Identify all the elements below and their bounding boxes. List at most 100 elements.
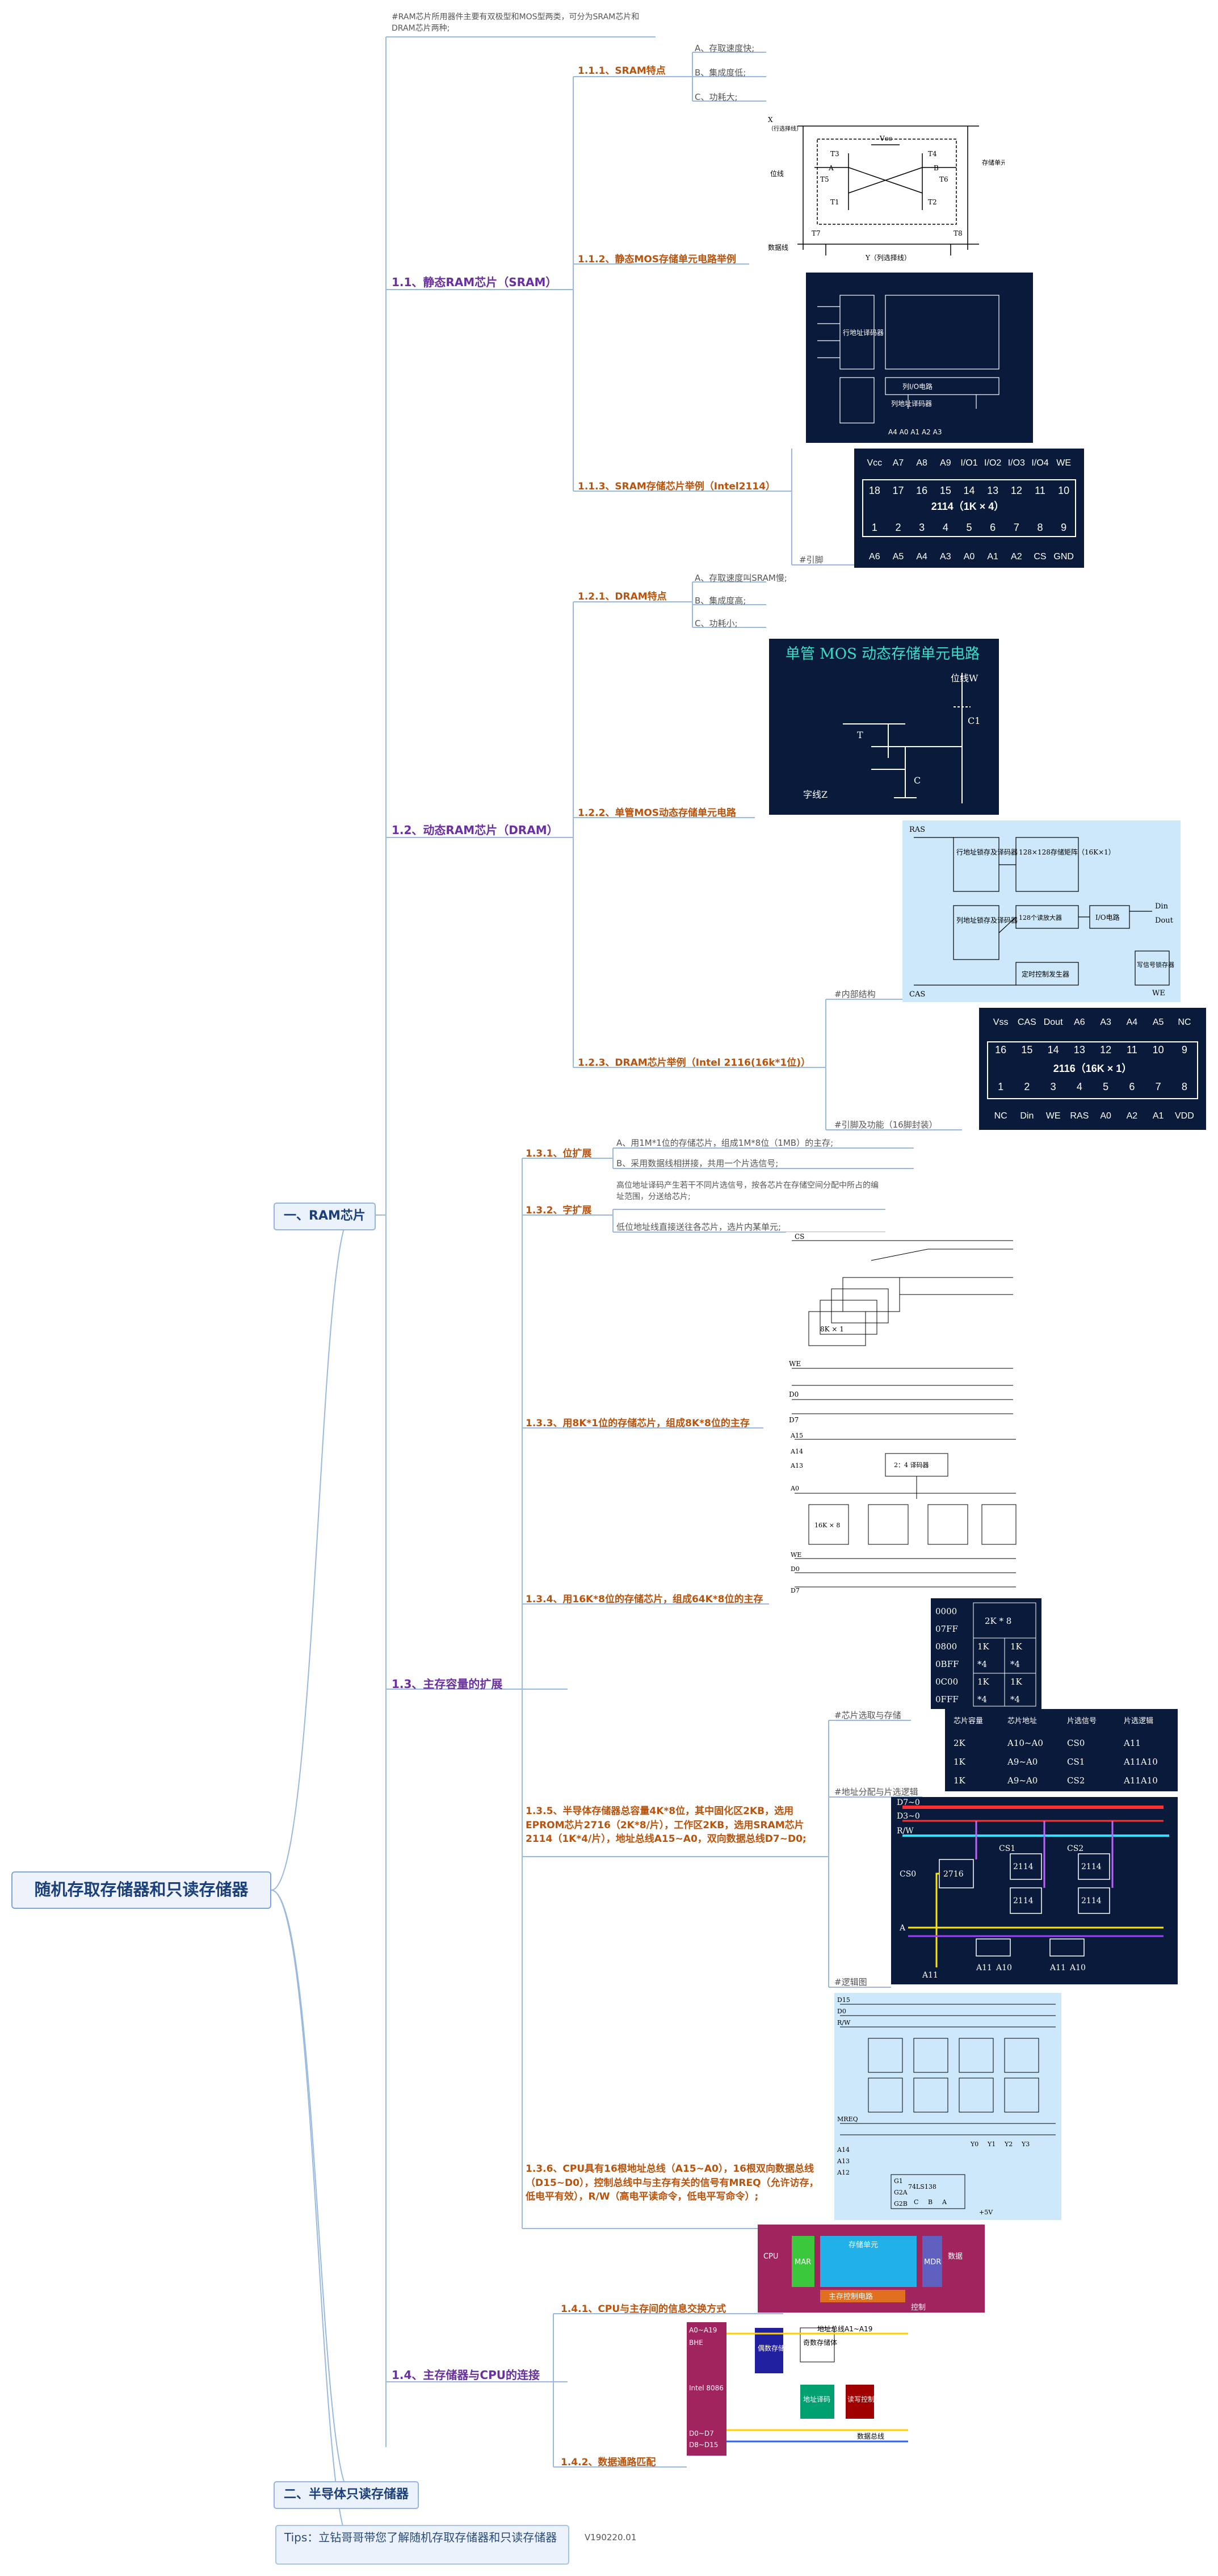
svg-text:地址总线A1~A19: 地址总线A1~A19	[817, 2325, 872, 2333]
connector-dram-notes	[814, 999, 962, 1130]
svg-text:G2B: G2B	[894, 2200, 908, 2208]
svg-text:A14: A14	[790, 1448, 803, 1455]
word-expand-item[interactable]: 高位地址译码产生若干不同片选信号，按各芯片在存储空间分配中所占的编址范围，分送给…	[616, 1181, 879, 1202]
data-path-match[interactable]: 1.4.2、数据通路匹配	[561, 2457, 656, 2468]
sram-feature-item[interactable]: A、存取速度快;	[695, 43, 755, 53]
sram-chip-example[interactable]: 1.1.3、SRAM存储芯片举例（Intel2114）	[578, 481, 776, 492]
svg-text:WE: WE	[791, 1551, 801, 1559]
bit-expand-item[interactable]: B、采用数据线相拼接，共用一个片选信号;	[616, 1158, 779, 1168]
figure-label: 13	[987, 485, 998, 496]
figure-label: A7	[893, 458, 904, 468]
svg-text:A11: A11	[1049, 1963, 1066, 1972]
svg-text:位线W: 位线W	[951, 673, 978, 684]
example-8k-by-8[interactable]: 1.3.3、用8K*1位的存储芯片，组成8K*8位的主存	[526, 1418, 750, 1429]
figure-label: 0800	[935, 1641, 957, 1652]
dram-note-pins[interactable]: #引脚及功能（16脚封装）	[834, 1120, 938, 1130]
figure-label: 4	[1077, 1081, 1082, 1092]
svg-text:2116（16K × 1）: 2116（16K × 1）	[1053, 1063, 1132, 1074]
word-expand-item[interactable]: 低位地址线直接送往各芯片，选片内某单元;	[616, 1222, 782, 1232]
ex3-note-chip-select[interactable]: #芯片选取与存储	[834, 1710, 901, 1720]
svg-text:2114: 2114	[1081, 1896, 1102, 1905]
connector-sram-pin	[780, 449, 854, 566]
svg-text:WE: WE	[789, 1360, 801, 1368]
sram-circuit-example[interactable]: 1.1.2、静态MOS存储单元电路举例	[578, 254, 737, 265]
svg-text:WE: WE	[1152, 989, 1165, 998]
svg-text:T8: T8	[954, 229, 963, 237]
connector-root-rom	[271, 1890, 370, 2494]
svg-text:A15: A15	[790, 1432, 803, 1439]
svg-text:A0~A19: A0~A19	[689, 2326, 717, 2334]
ex3-note-logic[interactable]: #逻辑图	[834, 1977, 867, 1987]
svg-text:列地址译码器: 列地址译码器	[891, 400, 932, 408]
word-expand-figure: 2：4 译码器 16K × 8 A15 A14 A13 A0 WE D0 D7	[789, 1431, 1022, 1595]
topic-ram-chips[interactable]: 一、RAM芯片	[274, 1203, 376, 1230]
logic-map-figure: D7~0 D3~0 R/W CS0 2716 CS1 2114 2114 CS2…	[891, 1797, 1178, 1984]
figure-label: 16	[995, 1044, 1006, 1055]
svg-text:128个读放大器: 128个读放大器	[1019, 914, 1062, 922]
topic-memory-expand[interactable]: 1.3、主存容量的扩展	[392, 1677, 503, 1691]
figure-label: A1	[987, 552, 998, 562]
figure-label: A11A10	[1123, 1775, 1158, 1786]
figure-label: *4	[977, 1694, 987, 1704]
svg-text:T1: T1	[830, 198, 839, 206]
figure-label: A1	[1153, 1111, 1164, 1121]
svg-text:2716: 2716	[943, 1870, 964, 1879]
svg-text:列地址锁存及译码器: 列地址锁存及译码器	[956, 916, 1018, 924]
svg-text:T7: T7	[812, 229, 821, 237]
connector-sram-branches	[562, 76, 780, 492]
figure-label: 1K	[977, 1641, 990, 1652]
dram-circuit-example[interactable]: 1.2.2、单管MOS动态存储单元电路	[578, 807, 737, 819]
svg-text:奇数存储体: 奇数存储体	[803, 2338, 837, 2347]
topic-rom[interactable]: 二、半导体只读存储器	[274, 2481, 419, 2509]
svg-text:T: T	[857, 730, 863, 740]
bit-expand[interactable]: 1.3.1、位扩展	[526, 1148, 592, 1159]
svg-text:MAR: MAR	[795, 2258, 811, 2267]
sram-features[interactable]: 1.1.1、SRAM特点	[578, 65, 666, 77]
example-4k-memory[interactable]: 1.3.5、半导体存储器总容量4K*8位，其中固化区2KB，选用EPROM芯片2…	[526, 1806, 807, 1845]
svg-text:2：4 译码器: 2：4 译码器	[894, 1461, 929, 1469]
dram-feature-item[interactable]: C、功耗小;	[695, 618, 738, 629]
word-expand[interactable]: 1.3.2、字扩展	[526, 1205, 592, 1216]
figure-label: A11A10	[1123, 1757, 1158, 1767]
topic-dram[interactable]: 1.2、动态RAM芯片（DRAM）	[392, 823, 558, 837]
dram-feature-item[interactable]: B、集成度高;	[695, 596, 746, 606]
sram-feature-item[interactable]: C、功耗大;	[695, 92, 738, 102]
connector-dram-features	[684, 581, 766, 628]
topic-sram[interactable]: 1.1、静态RAM芯片（SRAM）	[392, 275, 557, 289]
svg-text:128×128存储矩阵（16K×1）: 128×128存储矩阵（16K×1）	[1019, 848, 1115, 856]
sram-feature-item[interactable]: B、集成度低;	[695, 68, 746, 78]
figure-label: 1	[998, 1081, 1003, 1092]
figure-label: NC	[1178, 1017, 1191, 1027]
root-topic[interactable]: 随机存取存储器和只读存储器	[11, 1871, 271, 1909]
bit-expand-item[interactable]: A、用1M*1位的存储芯片，组成1M*8位（1MB）的主存;	[616, 1138, 834, 1148]
figure-label: A9~A0	[1007, 1757, 1038, 1767]
ex3-note-address[interactable]: #地址分配与片选逻辑	[834, 1787, 918, 1797]
cpu-exchange-mode[interactable]: 1.4.1、CPU与主存间的信息交换方式	[561, 2303, 726, 2315]
sram-pin-note[interactable]: #引脚	[799, 555, 824, 565]
figure-label: A11	[1123, 1738, 1141, 1748]
dram-note-structure[interactable]: #内部结构	[834, 989, 876, 999]
svg-text:74LS138: 74LS138	[908, 2183, 936, 2190]
svg-text:数据总线: 数据总线	[857, 2432, 884, 2440]
figure-label: 18	[869, 485, 880, 496]
svg-text:D8~D15: D8~D15	[689, 2441, 718, 2449]
dram-chip-example[interactable]: 1.2.3、DRAM芯片举例（Intel 2116(16k*1位)）	[578, 1057, 811, 1069]
dram-features[interactable]: 1.2.1、DRAM特点	[578, 591, 667, 602]
connector-bit-items	[604, 1147, 914, 1169]
svg-text:D7~0: D7~0	[897, 1798, 920, 1807]
tips-box[interactable]: Tips：立钻哥哥带您了解随机存取存储器和只读存储器	[275, 2525, 569, 2565]
svg-text:D0: D0	[791, 1565, 800, 1573]
svg-text:+5V: +5V	[979, 2209, 993, 2216]
topic-cpu-connect[interactable]: 1.4、主存储器与CPU的连接	[392, 2368, 540, 2382]
svg-text:定时控制发生器: 定时控制发生器	[1022, 970, 1069, 978]
svg-text:BHE: BHE	[689, 2339, 703, 2347]
figure-label: 2K * 8	[985, 1616, 1011, 1626]
svg-text:MDR: MDR	[924, 2258, 941, 2267]
example-64k-by-8[interactable]: 1.3.4、用16K*8位的存储芯片，组成64K*8位的主存	[526, 1594, 763, 1605]
example-cpu-bus[interactable]: 1.3.6、CPU具有16根地址总线（A15~A0），16根双向数据总线（D15…	[526, 2163, 819, 2203]
figure-label: *4	[977, 1659, 987, 1669]
dram-feature-item[interactable]: A、存取速度叫SRAM慢;	[695, 573, 787, 583]
ram-intro-note[interactable]: #RAM芯片所用器件主要有双极型和MOS型两类，可分为SRAM芯片和DRAM芯片…	[392, 12, 640, 33]
